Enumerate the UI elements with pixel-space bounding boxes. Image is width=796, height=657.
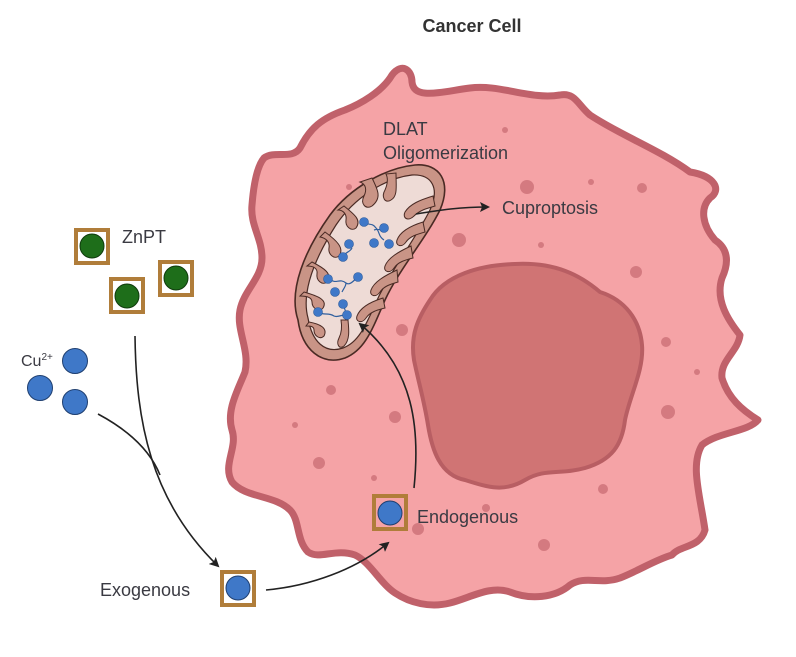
copper-ion: [225, 575, 251, 601]
znpt-complex: [74, 228, 110, 265]
crista: [336, 205, 359, 230]
endogenous-cu-complex: [372, 494, 408, 531]
copper-ion: [62, 348, 88, 374]
dlat-chain: [341, 282, 347, 293]
exogenous-cu-complex: [220, 570, 256, 607]
crista: [305, 321, 326, 339]
granule: [313, 457, 325, 469]
granule: [482, 504, 490, 512]
copper-ion: [330, 287, 340, 297]
copper-ion: [384, 239, 394, 249]
copper-ion: [342, 310, 352, 320]
granule: [396, 324, 408, 336]
exogenous-label: Exogenous: [100, 580, 190, 600]
oligomerization-label: Oligomerization: [383, 143, 508, 163]
endogenous-to-mitochondria-arrow: [358, 322, 417, 489]
cuproptosis-label: Cuproptosis: [502, 198, 598, 218]
granule: [538, 539, 550, 551]
cristae: [298, 172, 436, 348]
cu-label: Cu2+: [21, 352, 53, 370]
diagram-title: Cancer Cell: [422, 16, 521, 36]
cu-label-charge: 2+: [41, 352, 53, 363]
granule: [371, 475, 377, 481]
cuproptosis-arrow: [415, 202, 490, 215]
cu-label-base: Cu: [21, 353, 41, 370]
copper-ion: [344, 239, 354, 249]
cytoplasm-granules: [292, 127, 700, 551]
copper-ion: [369, 238, 379, 248]
crista: [337, 319, 350, 348]
copper-ion: [359, 217, 369, 227]
zinc-ion: [163, 265, 189, 291]
copper-ion: [338, 252, 348, 262]
endogenous-label: Endogenous: [417, 507, 518, 527]
dlat-oligomers: [313, 217, 394, 320]
granule: [346, 184, 352, 190]
mitochondrion-matrix: [305, 174, 435, 351]
copper-ion: [379, 223, 389, 233]
granule: [452, 233, 466, 247]
zinc-ion: [79, 233, 105, 259]
crista: [370, 269, 399, 297]
crista: [382, 172, 397, 202]
nucleus: [411, 261, 645, 490]
znpt-label: ZnPT: [122, 227, 166, 247]
znpt-complex: [158, 260, 194, 297]
copper-ion: [353, 272, 363, 282]
znpt-complexes: [74, 228, 194, 314]
crista: [356, 297, 386, 323]
copper-ion: [377, 500, 403, 526]
zinc-ion: [114, 283, 140, 309]
copper-ion: [338, 299, 348, 309]
granule: [412, 523, 424, 535]
granule: [630, 266, 642, 278]
copper-ion: [27, 375, 53, 401]
crista: [318, 231, 342, 258]
exogenous-to-endogenous-arrow: [265, 541, 390, 591]
cu-to-exogenous-arrow: [97, 413, 161, 476]
granule: [326, 385, 336, 395]
granule: [292, 422, 298, 428]
granule: [520, 180, 534, 194]
crista: [403, 195, 436, 220]
znpt-complex: [109, 277, 145, 314]
crista: [358, 177, 379, 208]
mitochondrion: [294, 164, 446, 361]
granule: [694, 369, 700, 375]
copper-ion: [313, 307, 323, 317]
free-copper-ions: [27, 348, 88, 415]
znpt-to-exogenous-arrow: [134, 335, 220, 568]
copper-ion: [323, 274, 333, 284]
granule: [661, 337, 671, 347]
dlat-label: DLAT: [383, 119, 428, 139]
granule: [588, 179, 594, 185]
granule: [538, 242, 544, 248]
granule: [598, 484, 608, 494]
crista: [384, 245, 414, 273]
copper-ion: [62, 389, 88, 415]
granule: [637, 183, 647, 193]
granule: [389, 411, 401, 423]
granule: [661, 405, 675, 419]
granule: [502, 127, 508, 133]
crista: [396, 221, 426, 247]
